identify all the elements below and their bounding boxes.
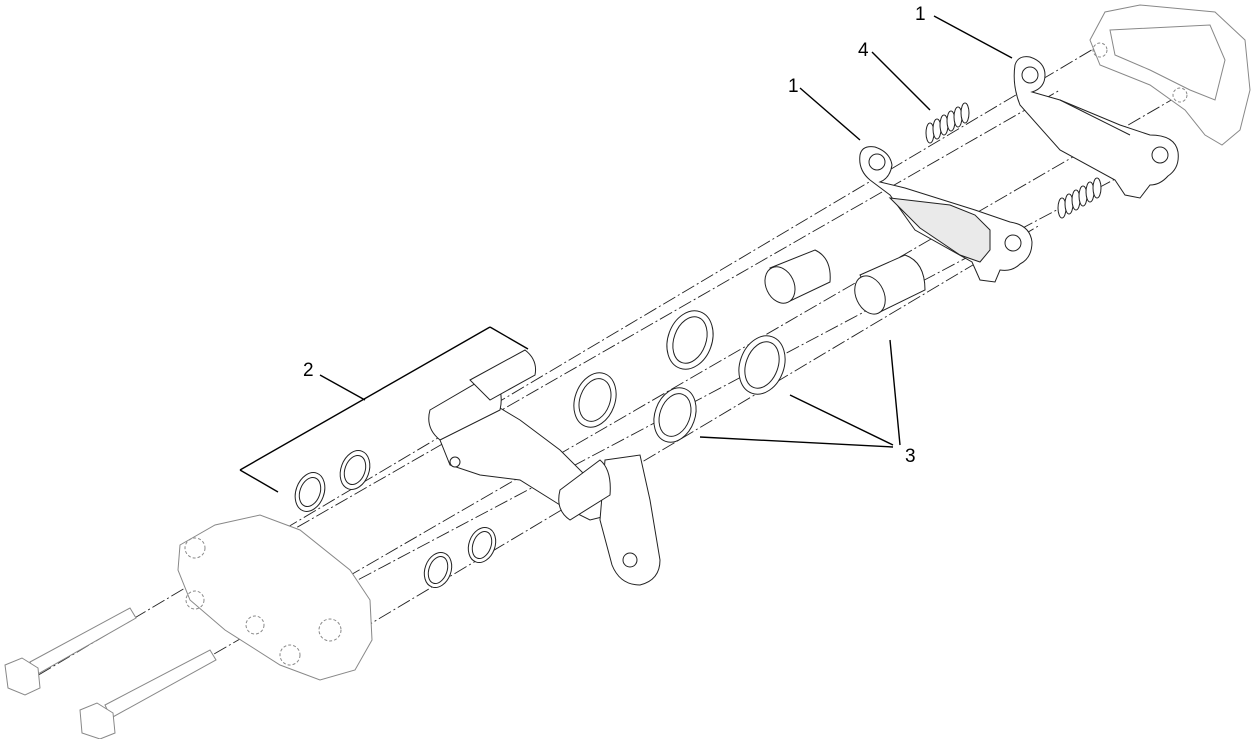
front-housing bbox=[177, 514, 373, 681]
piston-right bbox=[854, 254, 926, 315]
callout-3: 3 bbox=[905, 446, 916, 467]
brake-pad-plate-lower bbox=[859, 146, 1033, 283]
mounting-bracket bbox=[428, 349, 661, 586]
bolt-upper bbox=[4, 607, 137, 696]
callout-leaders bbox=[239, 15, 1013, 493]
spring-upper bbox=[925, 102, 970, 144]
callout-1-upper: 1 bbox=[915, 4, 926, 25]
callout-labels: 1 1 4 2 3 bbox=[303, 4, 926, 467]
bolt-lower bbox=[79, 649, 217, 739]
seal-rings bbox=[573, 310, 786, 443]
rear-housing bbox=[1089, 4, 1251, 146]
callout-4: 4 bbox=[858, 40, 869, 61]
o-rings-group-2 bbox=[294, 450, 497, 588]
spring-lower bbox=[1057, 177, 1102, 219]
callout-2: 2 bbox=[303, 360, 314, 381]
piston-left bbox=[764, 249, 831, 304]
callout-1-lower: 1 bbox=[788, 76, 799, 97]
brake-pad-plate-upper bbox=[1013, 56, 1179, 199]
